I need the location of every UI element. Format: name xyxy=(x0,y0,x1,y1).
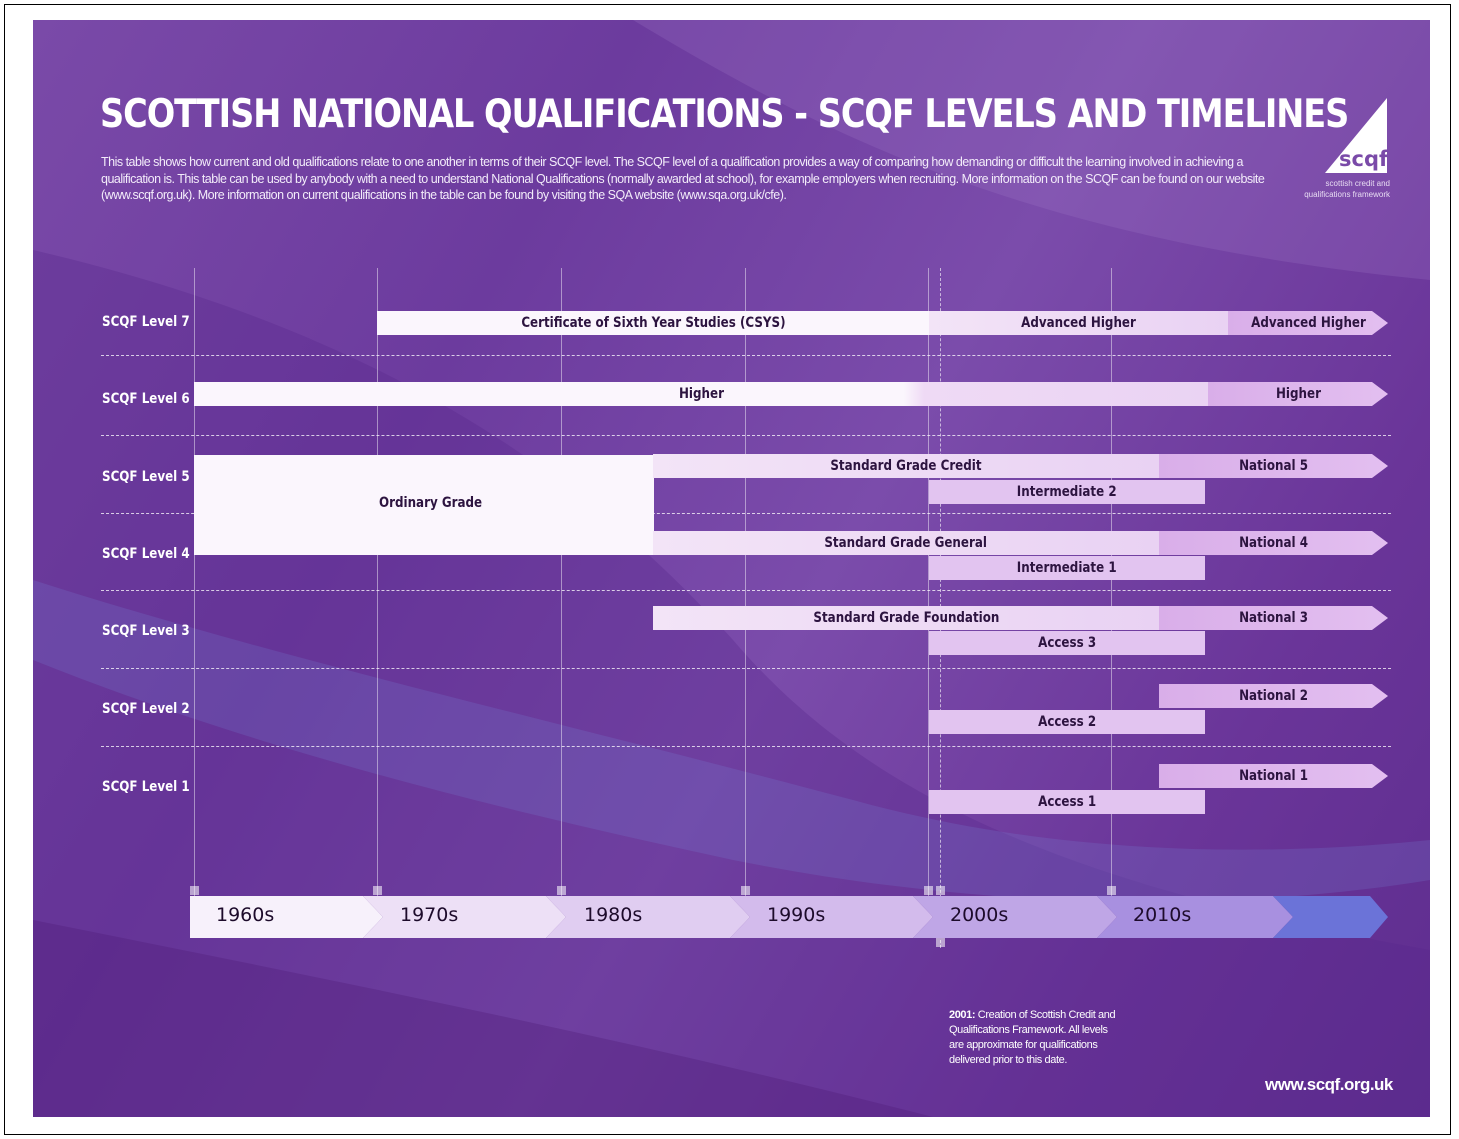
bar-access-3: Access 3 xyxy=(929,631,1205,655)
bar-access-1: Access 1 xyxy=(929,790,1205,814)
intro-text: This table shows how current and old qua… xyxy=(101,155,1265,202)
level-label-1: SCQF Level 1 xyxy=(102,779,190,795)
level-label-5: SCQF Level 5 xyxy=(102,469,190,485)
level-separator xyxy=(101,435,1391,436)
page-title: SCOTTISH NATIONAL QUALIFICATIONS - SCQF … xyxy=(100,92,1349,137)
decade-label-1990s: 1990s xyxy=(767,904,826,926)
bar-sg-general: Standard Grade General xyxy=(653,531,1159,555)
level-separator xyxy=(101,668,1391,669)
decade-label-1970s: 1970s xyxy=(400,904,459,926)
bar-advanced-higher-old: Advanced Higher xyxy=(929,311,1228,335)
bar-advanced-higher-new: Advanced Higher xyxy=(1228,311,1388,335)
bar-national-4: National 4 xyxy=(1159,531,1388,555)
level-separator xyxy=(101,746,1391,747)
bar-access-2: Access 2 xyxy=(929,710,1205,734)
decade-line-2010s xyxy=(1111,268,1112,898)
note-2001: 2001: Creation of Scottish Credit and Qu… xyxy=(949,1008,1119,1068)
level-separator xyxy=(101,355,1391,356)
scqf-logo-icon xyxy=(1325,98,1387,173)
block-ordinary-grade: Ordinary Grade xyxy=(194,455,654,555)
note-text: Creation of Scottish Credit and Qualific… xyxy=(949,1009,1116,1066)
bar-sg-foundation: Standard Grade Foundation xyxy=(653,606,1159,630)
level-label-3: SCQF Level 3 xyxy=(102,623,190,639)
decade-label-2010s: 2010s xyxy=(1133,904,1192,926)
tick-2001 xyxy=(936,938,945,947)
decade-tick xyxy=(741,886,750,895)
bar-csys: Certificate of Sixth Year Studies (CSYS) xyxy=(377,311,929,335)
bar-higher-new: Higher xyxy=(1208,382,1388,406)
decade-tick xyxy=(373,886,382,895)
decade-line-1960s xyxy=(194,268,195,898)
bar-national-2: National 2 xyxy=(1159,684,1388,708)
decade-line-1980s xyxy=(561,268,562,898)
decade-label-2000s: 2000s xyxy=(950,904,1009,926)
level-label-4: SCQF Level 4 xyxy=(102,546,190,562)
decade-tick xyxy=(190,886,199,895)
bar-national-5: National 5 xyxy=(1159,454,1388,478)
bar-national-1: National 1 xyxy=(1159,764,1388,788)
note-year: 2001: xyxy=(949,1009,976,1021)
decade-label-1960s: 1960s xyxy=(216,904,275,926)
bar-intermediate-2: Intermediate 2 xyxy=(929,480,1205,504)
level-label-2: SCQF Level 2 xyxy=(102,701,190,717)
level-label-6: SCQF Level 6 xyxy=(102,391,190,407)
level-label-7: SCQF Level 7 xyxy=(102,314,190,330)
decade-label-1980s: 1980s xyxy=(584,904,643,926)
decade-line-1990s xyxy=(745,268,746,898)
website-link[interactable]: www.scqf.org.uk xyxy=(1265,1075,1393,1094)
bar-national-3: National 3 xyxy=(1159,606,1388,630)
bar-higher-old: Higher xyxy=(194,382,1208,406)
poster: SCOTTISH NATIONAL QUALIFICATIONS - SCQF … xyxy=(33,20,1430,1117)
logo-wordmark: scqf xyxy=(1339,147,1389,171)
bar-sg-credit: Standard Grade Credit xyxy=(653,454,1159,478)
logo-subtitle: scottish credit and qualifications frame… xyxy=(1304,179,1390,199)
decade-tick xyxy=(924,886,933,895)
level-separator xyxy=(101,590,1391,591)
bar-intermediate-1: Intermediate 1 xyxy=(929,556,1205,580)
decade-line-1970s xyxy=(377,268,378,898)
decade-tick xyxy=(557,886,566,895)
decade-line-2000s xyxy=(928,268,929,898)
decade-tick xyxy=(1107,886,1116,895)
level-separator xyxy=(101,513,1391,514)
decade-tick xyxy=(936,886,945,895)
